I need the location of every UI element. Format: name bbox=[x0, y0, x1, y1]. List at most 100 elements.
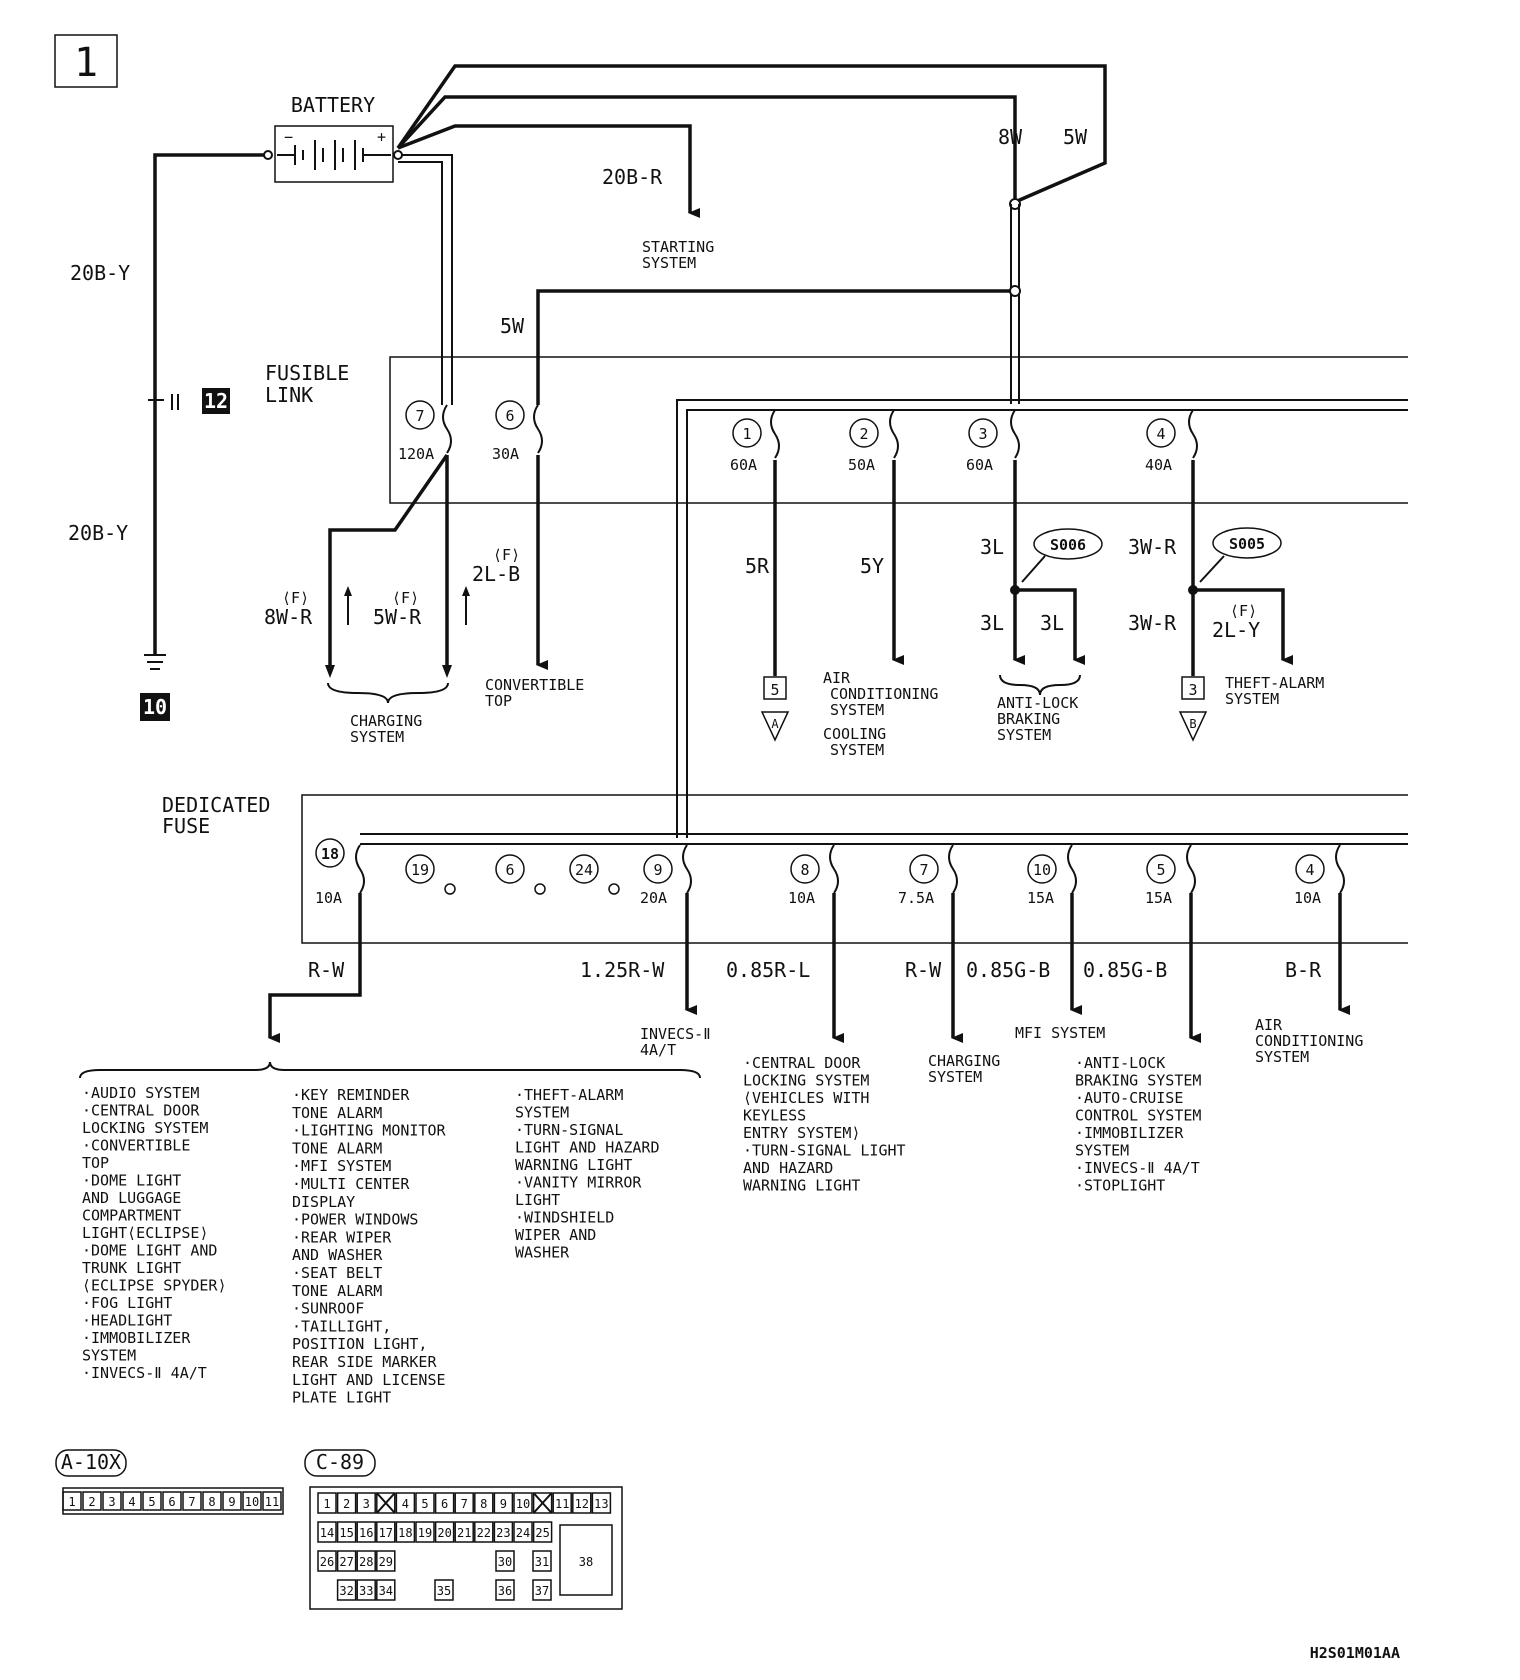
triangle-a-icon bbox=[760, 711, 790, 742]
svg-text:10A: 10A bbox=[315, 889, 342, 907]
wire-3l-branch bbox=[1015, 588, 1085, 665]
fuse-8: 8 10A bbox=[788, 844, 839, 907]
wire-5w-link6 bbox=[536, 289, 1015, 405]
wire-bus-pair bbox=[1010, 204, 1020, 404]
a10x-pin-label: 6 bbox=[168, 1495, 175, 1509]
svg-text:15A: 15A bbox=[1145, 889, 1172, 907]
list-line: ⟨VEHICLES WITH bbox=[743, 1089, 869, 1107]
fusible-link-1: 1 60A bbox=[730, 409, 780, 474]
c89-pin bbox=[513, 1521, 533, 1543]
c89-pin bbox=[336, 1521, 357, 1543]
triangle-b-label: B bbox=[1189, 717, 1196, 731]
fusible-link-6: 6 30A bbox=[492, 400, 543, 463]
c89-pin-label: 8 bbox=[480, 1497, 487, 1511]
c89-pin bbox=[336, 1492, 357, 1514]
wire-8w-label: 8W bbox=[998, 125, 1023, 149]
battery-cells-icon bbox=[277, 140, 391, 170]
svg-text:7: 7 bbox=[919, 861, 928, 879]
f4-dest-line1: AIR bbox=[1255, 1016, 1283, 1034]
list-line: AND WASHER bbox=[292, 1246, 383, 1264]
list-line: LIGHT AND HAZARD bbox=[515, 1139, 660, 1157]
c89-pin bbox=[376, 1550, 396, 1572]
wire-5y-label: 5Y bbox=[860, 554, 884, 578]
wire-5w-r-label: 5W-R bbox=[373, 605, 422, 629]
c89-pin-label: 5 bbox=[421, 1497, 428, 1511]
c89-pin bbox=[532, 1521, 553, 1543]
wire-starting bbox=[397, 124, 700, 218]
convertible-line1: CONVERTIBLE bbox=[485, 676, 584, 694]
c89-pin bbox=[513, 1492, 533, 1514]
theft-line1: THEFT-ALARM bbox=[1225, 674, 1324, 692]
svg-text:1: 1 bbox=[742, 425, 751, 443]
list-line: ·INVECS-Ⅱ 4A/T bbox=[82, 1364, 207, 1382]
ac-line1: AIR bbox=[823, 669, 851, 687]
list-line: CONTROL SYSTEM bbox=[1075, 1107, 1201, 1125]
c89-pin-label: 33 bbox=[359, 1584, 373, 1598]
wire-5w-label: 5W bbox=[1063, 125, 1088, 149]
list-line: TONE ALARM bbox=[292, 1139, 382, 1157]
svg-text:20A: 20A bbox=[640, 889, 667, 907]
svg-text:9: 9 bbox=[653, 861, 662, 879]
fusible-link-2: 2 50A bbox=[848, 409, 899, 474]
c89-pin-label: 32 bbox=[339, 1584, 353, 1598]
a10x-pin bbox=[242, 1491, 262, 1511]
fuse-7: 7 7.5A bbox=[898, 844, 958, 907]
wire-2l-y bbox=[1193, 588, 1293, 665]
list-line: WIPER AND bbox=[515, 1226, 596, 1244]
splice-s006-label: S006 bbox=[1050, 536, 1086, 554]
wire-f18 bbox=[268, 893, 362, 1043]
ground-point-label: 10 bbox=[143, 695, 167, 719]
wire-3l-w2: 3L bbox=[1040, 611, 1064, 635]
c89-label-box bbox=[304, 1449, 376, 1477]
fusible-link-label-1: FUSIBLE bbox=[265, 361, 349, 385]
c89-pin bbox=[336, 1550, 357, 1572]
c89-pin-label: 18 bbox=[398, 1526, 412, 1540]
c89-pin bbox=[454, 1492, 474, 1514]
list-line: ·INVECS-Ⅱ 4A/T bbox=[1075, 1159, 1200, 1177]
wire-3l-w1: 3L bbox=[980, 611, 1004, 635]
svg-text:24: 24 bbox=[575, 861, 593, 879]
fuse-18: 18 10A bbox=[315, 838, 365, 907]
svg-text:120A: 120A bbox=[398, 445, 434, 463]
f7b-tag: ⟨F⟩ bbox=[392, 589, 419, 607]
c89-pin-label: 34 bbox=[379, 1584, 393, 1598]
c89-pin-38 bbox=[559, 1524, 613, 1596]
svg-text:8: 8 bbox=[800, 861, 809, 879]
c89-pin bbox=[415, 1521, 435, 1543]
f10-dest: MFI SYSTEM bbox=[1015, 1024, 1105, 1042]
connector-12-label: 12 bbox=[204, 389, 228, 413]
list-line: ·DOME LIGHT AND bbox=[82, 1242, 217, 1260]
list-line: LIGHT bbox=[515, 1191, 560, 1209]
list-line: ·MFI SYSTEM bbox=[292, 1157, 391, 1175]
fuse-24: 24 bbox=[569, 854, 620, 895]
c89-pin-label: 6 bbox=[441, 1497, 448, 1511]
wire-f18-label: R-W bbox=[308, 958, 345, 982]
a10x-pin-label: 9 bbox=[228, 1495, 235, 1509]
svg-text:10: 10 bbox=[1033, 861, 1051, 879]
list-line: POSITION LIGHT, bbox=[292, 1335, 427, 1353]
wire-starting-label: 20B-R bbox=[602, 165, 663, 189]
c89-pin bbox=[356, 1492, 376, 1514]
list-line: ·TURN-SIGNAL bbox=[515, 1121, 623, 1139]
cooling-line1: COOLING bbox=[823, 725, 886, 743]
a10x-label: A-10X bbox=[61, 1450, 121, 1474]
c89-label: C-89 bbox=[316, 1450, 364, 1474]
c89-pin-label: 3 bbox=[363, 1497, 370, 1511]
svg-text:10A: 10A bbox=[788, 889, 815, 907]
wire-8w-r-label: 8W-R bbox=[264, 605, 313, 629]
list-line: COMPARTMENT bbox=[82, 1207, 181, 1225]
list-line: TRUNK LIGHT bbox=[82, 1259, 181, 1277]
dedicated-fuse-label-1: DEDICATED bbox=[162, 793, 270, 817]
c89-pin bbox=[395, 1521, 416, 1543]
wire-8w-r bbox=[328, 454, 449, 670]
c89-pin bbox=[356, 1550, 376, 1572]
c89-pin-label: 16 bbox=[359, 1526, 373, 1540]
triangle-a-label: A bbox=[771, 717, 779, 731]
abs-line1: ANTI-LOCK bbox=[997, 694, 1078, 712]
a10x-pin bbox=[82, 1491, 102, 1511]
c89-pin-label: 19 bbox=[418, 1526, 432, 1540]
c89-pin bbox=[572, 1492, 592, 1514]
fuse-19: 19 bbox=[405, 854, 456, 895]
splice-s005 bbox=[1212, 527, 1282, 559]
